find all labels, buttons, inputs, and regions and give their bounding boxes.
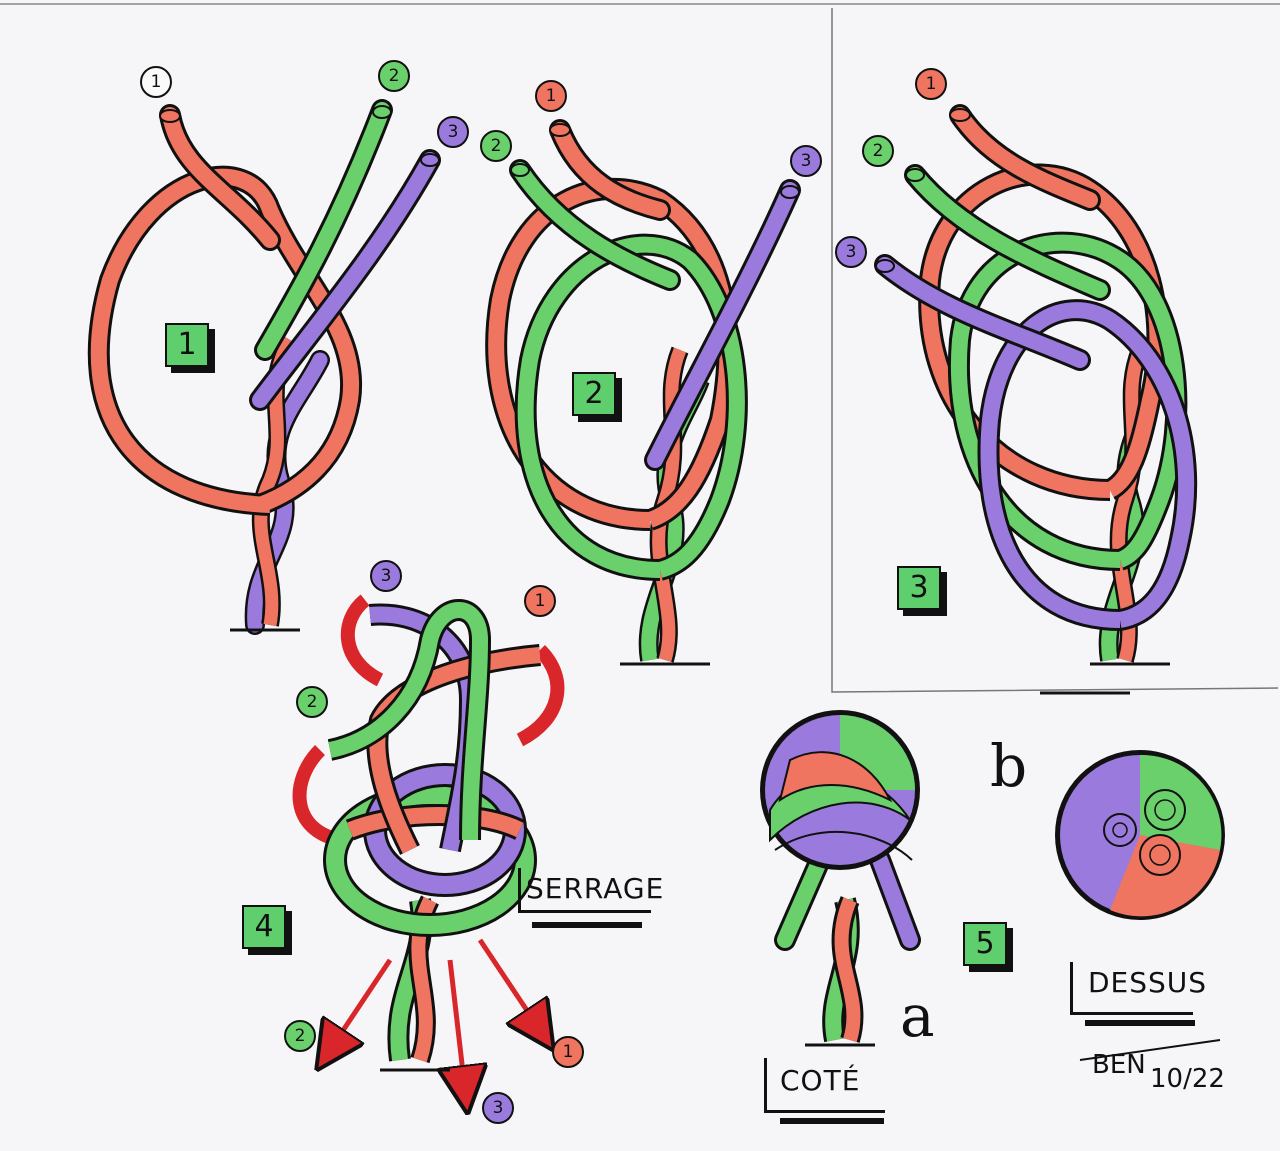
signature-date: 10/22 bbox=[1150, 1064, 1225, 1094]
strand-number-1: 1 bbox=[524, 585, 556, 617]
strand-number-1: 1 bbox=[535, 80, 567, 112]
strand-number-1: 1 bbox=[552, 1036, 584, 1068]
diagram-step-5-side bbox=[760, 710, 920, 1045]
strand-number-3: 3 bbox=[790, 145, 822, 177]
dessus-underline bbox=[1085, 1020, 1195, 1026]
diagram-step-1 bbox=[99, 106, 439, 630]
strand-number-2: 2 bbox=[284, 1020, 316, 1052]
strand-number-2: 2 bbox=[862, 135, 894, 167]
letter-b: b bbox=[990, 732, 1027, 800]
diagram-step-2 bbox=[496, 124, 799, 664]
step-3-badge: 3 bbox=[897, 566, 941, 610]
strand-number-1: 1 bbox=[140, 66, 172, 98]
strand-number-2: 2 bbox=[480, 130, 512, 162]
step-2-badge: 2 bbox=[572, 372, 616, 416]
serrage-underline bbox=[532, 922, 642, 928]
strand-number-2: 2 bbox=[296, 686, 328, 718]
step-1-badge: 1 bbox=[165, 323, 209, 367]
strand-number-3: 3 bbox=[835, 236, 867, 268]
strand-number-2: 2 bbox=[378, 60, 410, 92]
strand-number-1: 1 bbox=[915, 68, 947, 100]
diagram-step-4 bbox=[300, 600, 558, 1090]
cote-underline bbox=[780, 1118, 884, 1124]
signature-name: BEN bbox=[1092, 1050, 1146, 1080]
step-5-badge: 5 bbox=[963, 922, 1007, 966]
strand-number-3: 3 bbox=[482, 1092, 514, 1124]
strand-number-3: 3 bbox=[370, 560, 402, 592]
dessus-label: DESSUS bbox=[1088, 966, 1207, 999]
step-4-badge: 4 bbox=[242, 905, 286, 949]
cote-label: COTÉ bbox=[780, 1064, 860, 1097]
letter-a: a bbox=[900, 982, 935, 1050]
serrage-label: SERRAGE bbox=[526, 872, 664, 905]
strand-number-3: 3 bbox=[437, 116, 469, 148]
